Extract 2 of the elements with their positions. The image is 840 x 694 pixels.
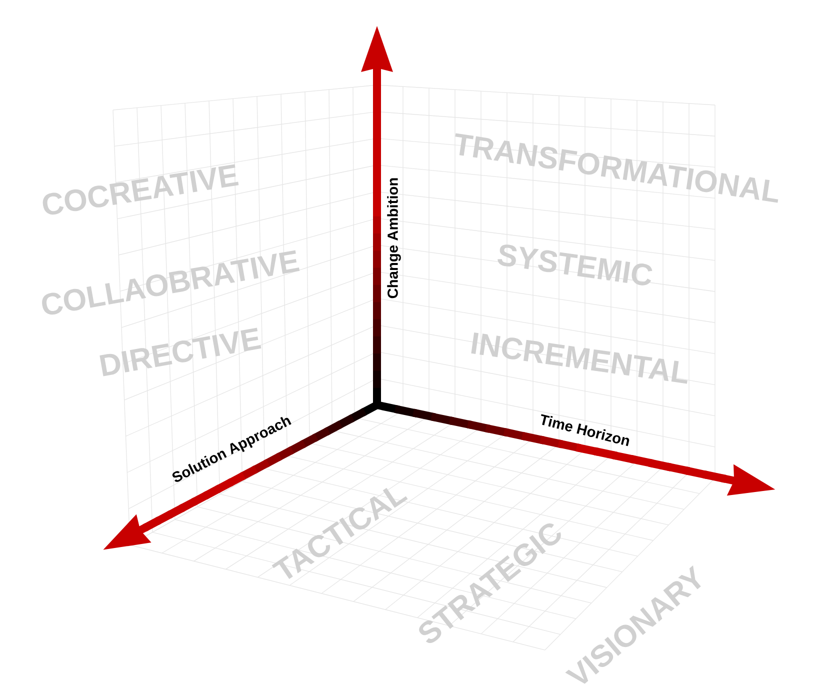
- axis-title: Time Horizon: [541, 414, 630, 446]
- axis-title: Change Ambition: [387, 178, 401, 298]
